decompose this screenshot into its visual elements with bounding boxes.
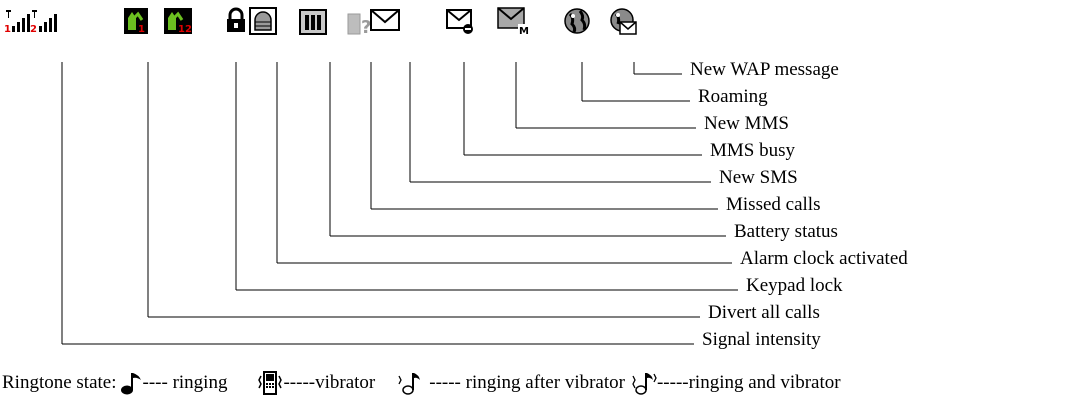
divert-line12-icon: 12 — [164, 8, 192, 35]
label-new-mms: New MMS — [704, 113, 789, 134]
note-vibrate-icon — [398, 373, 421, 395]
label-new-wap-message: New WAP message — [690, 59, 839, 80]
svg-text:?: ? — [361, 17, 371, 38]
envelope-mms-icon: M — [497, 7, 530, 37]
music-note-icon — [120, 373, 141, 395]
label-alarm-clock-activated: Alarm clock activated — [740, 248, 908, 269]
svg-text:M: M — [519, 26, 529, 37]
label-signal-intensity: Signal intensity — [702, 329, 821, 350]
note-and-vibrate-icon — [632, 373, 657, 395]
label-new-sms: New SMS — [719, 167, 798, 188]
signal-bars-1-icon: 1 — [4, 10, 30, 35]
svg-text:1: 1 — [4, 24, 11, 35]
ringing-text: ---- ringing — [142, 372, 228, 393]
vibrator-text: -----vibrator — [283, 372, 376, 393]
ringing-and-vibrator-text: -----ringing and vibrator — [656, 372, 841, 393]
signal-bars-2-icon: 2 — [30, 10, 57, 35]
vibrating-phone-icon — [258, 371, 283, 395]
ringtone-state-row: Ringtone state: ---- ringing -----vibrat… — [2, 368, 841, 398]
ringtone-title: Ringtone state: — [2, 372, 117, 393]
svg-text:2: 2 — [30, 24, 37, 35]
label-missed-calls: Missed calls — [726, 194, 820, 215]
label-roaming: Roaming — [698, 86, 768, 107]
label-keypad-lock: Keypad lock — [746, 275, 843, 296]
globe-envelope-icon — [610, 8, 637, 35]
label-mms-busy: MMS busy — [710, 140, 795, 161]
battery-icon — [299, 9, 327, 35]
label-divert-all-calls: Divert all calls — [708, 302, 820, 323]
alarm-bell-icon — [249, 7, 277, 35]
label-battery-status: Battery status — [734, 221, 838, 242]
padlock-icon — [227, 7, 245, 32]
connector-lines — [61, 62, 738, 345]
divert-line1-icon: 1 — [124, 8, 148, 35]
envelope-busy-icon — [446, 9, 473, 34]
ringing-after-vibrator-text: ----- ringing after vibrator — [429, 372, 625, 393]
missed-call-phone-icon: ? — [347, 13, 371, 38]
svg-text:1: 1 — [138, 24, 145, 35]
globe-icon — [564, 8, 590, 34]
svg-text:12: 12 — [178, 24, 192, 35]
envelope-icon — [370, 9, 400, 31]
